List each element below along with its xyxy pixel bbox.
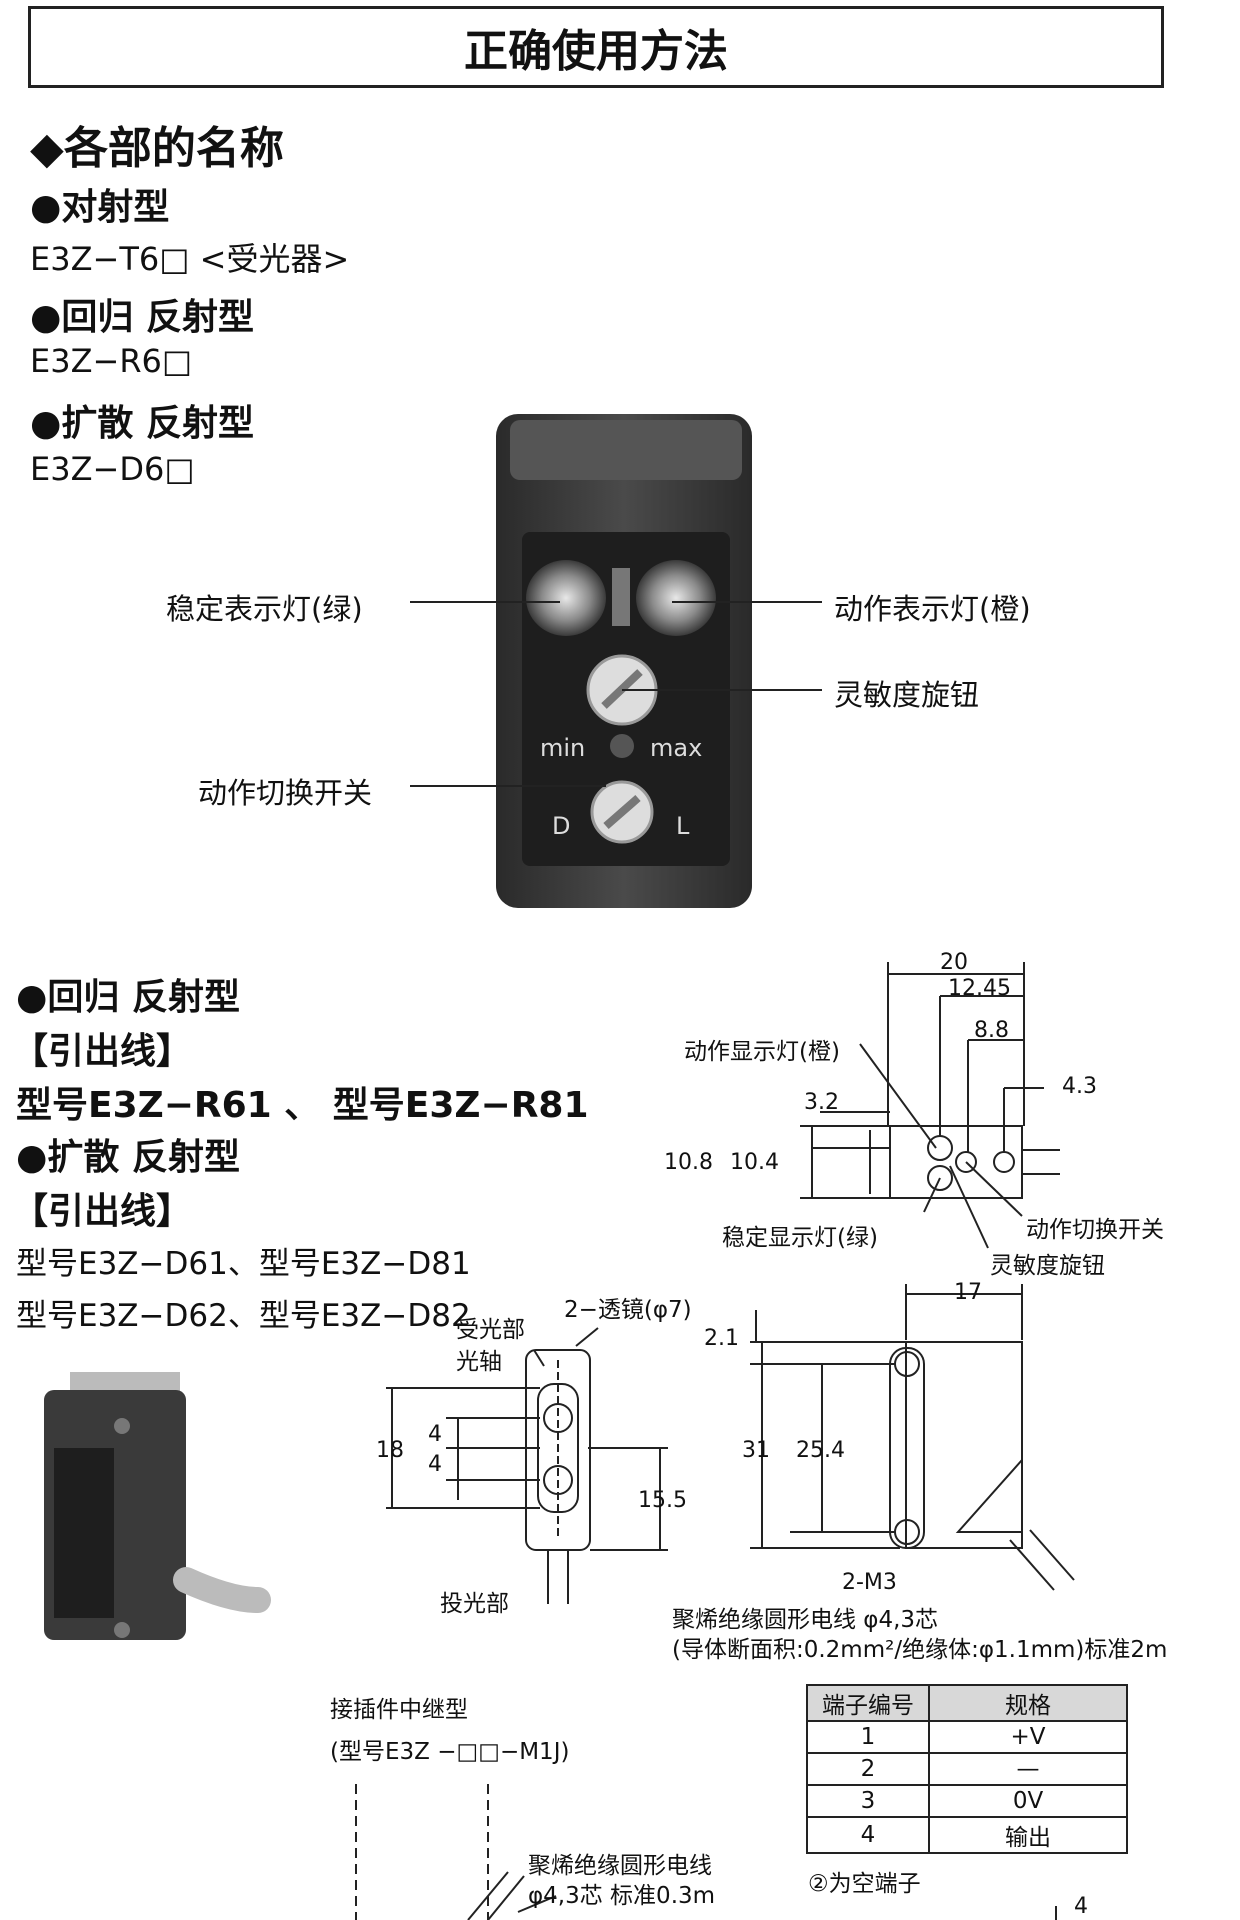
retro-heading: ●回归 反射型 (16, 977, 240, 1018)
table-row: 2 — (806, 1752, 1128, 1786)
label-lens: 2−透镜(φ7) (564, 1297, 692, 1323)
dim-4b: 4 (428, 1452, 442, 1477)
label-screws: 2-M3 (842, 1570, 897, 1595)
table-cell: — (928, 1752, 1128, 1786)
model-diffuse: E3Z−D6□ (30, 450, 195, 488)
dim-31: 31 (742, 1438, 770, 1463)
table-cell: 2 (806, 1752, 930, 1786)
model-through-beam: E3Z−T6□ <受光器> (30, 240, 350, 278)
label-optical-axis: 光轴 (456, 1349, 502, 1375)
table-cell: +V (928, 1720, 1128, 1754)
table-cell: 4 (806, 1816, 930, 1854)
label-receiver: 受光部 (456, 1317, 525, 1343)
dim-3-2: 3.2 (804, 1090, 839, 1115)
dim-15-5: 15.5 (638, 1488, 687, 1513)
terminal-table: 端子编号 规格 1 +V 2 — 3 0V 4 输出 (806, 1684, 1128, 1854)
retro-lead: 【引出线】 (12, 1031, 193, 1072)
table-cell: 0V (928, 1784, 1128, 1818)
model-retro: E3Z−R6□ (30, 342, 193, 380)
dim-18: 18 (376, 1438, 404, 1463)
type-heading-diffuse: ●扩散 反射型 (30, 403, 254, 444)
diffuse-models-1: 型号E3Z−D61、型号E3Z−D81 (16, 1246, 471, 1282)
dim-10-4: 10.4 (730, 1150, 779, 1175)
label-mode-switch: 动作切换开关 (1026, 1217, 1164, 1243)
dim-10-8: 10.8 (664, 1150, 713, 1175)
dim-8-8: 8.8 (974, 1018, 1009, 1043)
diffuse-models-2: 型号E3Z−D62、型号E3Z−D82 (16, 1298, 471, 1334)
table-row: 4 输出 (806, 1816, 1128, 1854)
page-title: 正确使用方法 (28, 6, 1164, 88)
knob-max-label: max (650, 734, 703, 762)
diffuse-lead: 【引出线】 (12, 1191, 193, 1232)
section-heading-names: ◆各部的名称 (30, 123, 284, 174)
label-connector-cable-1: 聚烯绝缘圆形电线 (528, 1853, 712, 1879)
dim-4-3: 4.3 (1062, 1074, 1097, 1099)
label-sensitivity-knob: 灵敏度旋钮 (990, 1253, 1105, 1279)
table-header-spec: 规格 (928, 1684, 1128, 1722)
table-row: 3 0V (806, 1784, 1128, 1818)
switch-l-label: L (676, 812, 690, 840)
dim-25-4: 25.4 (796, 1438, 845, 1463)
retro-models: 型号E3Z−R61 、 型号E3Z−R81 (16, 1085, 589, 1126)
dim-20: 20 (940, 950, 968, 975)
connector-pin-mark: 4 (1074, 1894, 1088, 1919)
dim-2-1: 2.1 (704, 1326, 739, 1351)
label-connector-cable-2: φ4,3芯 标准0.3m (528, 1883, 716, 1909)
label-connector: 接插件中继型 (330, 1697, 468, 1723)
diffuse-heading: ●扩散 反射型 (16, 1137, 240, 1178)
callout-sensitivity-knob: 灵敏度旋钮 (834, 678, 980, 712)
label-stable-light: 稳定显示灯(绿) (722, 1225, 878, 1251)
terminal-note: ②为空端子 (808, 1871, 921, 1897)
switch-d-label: D (552, 812, 571, 840)
label-connector-model: (型号E3Z −□□−M1J) (330, 1739, 570, 1765)
label-op-light: 动作显示灯(橙) (684, 1039, 840, 1065)
table-cell: 3 (806, 1784, 930, 1818)
callout-stable-light: 稳定表示灯(绿) (166, 592, 363, 626)
table-cell: 输出 (928, 1816, 1128, 1854)
table-header-terminal: 端子编号 (806, 1684, 930, 1722)
callout-operation-light: 动作表示灯(橙) (834, 592, 1031, 626)
callout-mode-switch: 动作切换开关 (198, 776, 373, 810)
type-heading-retro: ●回归 反射型 (30, 297, 254, 338)
type-heading-through-beam: ●对射型 (30, 187, 170, 228)
label-cable-spec-1: 聚烯绝缘圆形电线 φ4,3芯 (672, 1607, 939, 1633)
dim-17: 17 (954, 1280, 982, 1305)
label-cable-spec-2: (导体断面积:0.2mm²/绝缘体:φ1.1mm)标准2m (672, 1637, 1168, 1663)
dim-12-45: 12.45 (948, 976, 1011, 1001)
dim-4a: 4 (428, 1422, 442, 1447)
table-row: 1 +V (806, 1720, 1128, 1754)
table-cell: 1 (806, 1720, 930, 1754)
knob-min-label: min (540, 734, 586, 762)
label-emitter: 投光部 (440, 1591, 509, 1617)
